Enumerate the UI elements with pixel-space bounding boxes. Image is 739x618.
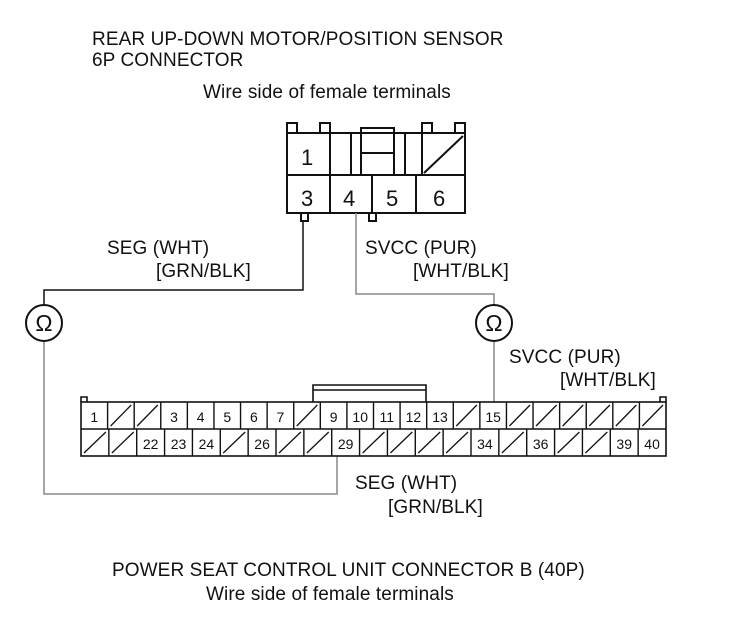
seg-bottom-wire-name: SEG (WHT): [355, 473, 458, 494]
empty-cavity-slash: [136, 404, 159, 427]
svcc-top-wire-name: SVCC (PUR): [365, 238, 477, 259]
pin-label-10: 10: [352, 409, 368, 425]
ohm-icon: Ω: [35, 310, 52, 336]
seg-bottom-wire-alt: [GRN/BLK]: [388, 497, 483, 518]
empty-cavity-slash: [535, 404, 558, 427]
right-ohmmeter: Ω: [475, 304, 513, 342]
pin-label-23: 23: [171, 436, 187, 452]
pin-label-4: 4: [197, 409, 205, 425]
empty-cavity-slash: [588, 404, 611, 427]
empty-cavity-slash: [389, 431, 413, 454]
empty-cavity-slash: [501, 431, 525, 454]
top-pin-5: 5: [386, 186, 398, 211]
pin-label-11: 11: [380, 409, 395, 425]
svcc-top-wire-alt: [WHT/BLK]: [413, 261, 509, 282]
pin-label-1: 1: [90, 409, 98, 425]
bottom-connector-title: POWER SEAT CONTROL UNIT CONNECTOR B (40P…: [112, 560, 585, 581]
pin-label-3: 3: [170, 409, 178, 425]
pin-label-29: 29: [338, 436, 354, 452]
top-connector-title-line1: REAR UP-DOWN MOTOR/POSITION SENSOR: [92, 29, 504, 50]
empty-cavity-slash: [417, 431, 441, 454]
pin-label-40: 40: [644, 436, 660, 452]
seg-top-wire-alt: [GRN/BLK]: [156, 261, 251, 282]
pin-label-34: 34: [477, 436, 493, 452]
wires: [43, 213, 495, 495]
empty-cavity-slash: [445, 431, 469, 454]
pin-label-5: 5: [223, 409, 231, 425]
empty-cavity-slash: [615, 404, 637, 427]
empty-cavity-slash: [508, 404, 531, 427]
empty-cavity-slash: [296, 404, 318, 427]
empty-cavity-slash: [306, 431, 330, 454]
pin-label-13: 13: [432, 409, 448, 425]
pin-label-26: 26: [254, 436, 270, 452]
empty-cavity-slash: [83, 431, 107, 454]
top-connector-subtitle: Wire side of female terminals: [203, 82, 451, 103]
empty-cavity-slash: [222, 431, 246, 454]
seg-top-wire-name: SEG (WHT): [107, 238, 210, 259]
svcc-bottom-wire-alt: [WHT/BLK]: [560, 370, 656, 391]
svcc-top-wire: [355, 213, 495, 305]
seg-top-wire: [43, 221, 304, 305]
top-connector-title-line2: 6P CONNECTOR: [92, 50, 244, 71]
pin-label-24: 24: [199, 436, 215, 452]
empty-cavity-slash: [110, 404, 132, 427]
svcc-bottom-wire-name: SVCC (PUR): [509, 347, 621, 368]
ohm-icon: Ω: [485, 310, 502, 336]
seg-bottom-wire: [43, 342, 338, 495]
pin-label-6: 6: [250, 409, 258, 425]
empty-cavity-slash: [641, 404, 664, 427]
left-ohmmeter: Ω: [25, 304, 63, 342]
empty-cavity-slash: [278, 431, 302, 454]
empty-cavity-slash: [562, 404, 584, 427]
empty-cavity-slash: [111, 431, 135, 454]
top-pin-1: 1: [301, 145, 313, 170]
empty-cavity-slash: [584, 431, 608, 454]
top-pin-4: 4: [343, 186, 355, 211]
pin-label-7: 7: [277, 409, 285, 425]
top-connector-pin-labels: 1 3 4 5 6: [301, 145, 445, 211]
pin-label-12: 12: [406, 409, 422, 425]
top-pin-6: 6: [433, 186, 445, 211]
top-pin-3: 3: [301, 186, 313, 211]
empty-cavity-slash: [455, 404, 478, 427]
pin-label-9: 9: [330, 409, 338, 425]
bottom-connector-subtitle: Wire side of female terminals: [206, 584, 454, 605]
pin-label-39: 39: [616, 436, 632, 452]
top-6p-connector: [286, 122, 466, 222]
pin-label-15: 15: [485, 409, 501, 425]
pin-label-22: 22: [143, 436, 159, 452]
empty-cavity-slash: [362, 431, 385, 454]
pin-label-36: 36: [533, 436, 549, 452]
empty-cavity-slash: [557, 431, 580, 454]
